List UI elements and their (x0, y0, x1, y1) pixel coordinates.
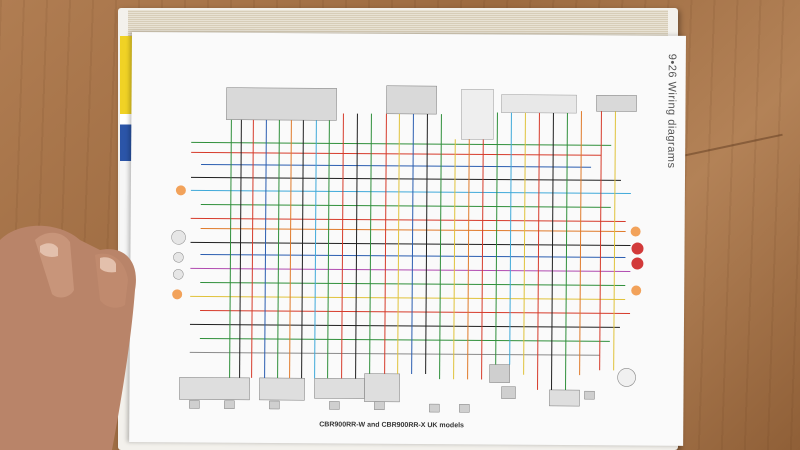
right-switch-box (364, 373, 400, 403)
brake-light-lamp (631, 257, 644, 270)
ignition-switch-box (314, 378, 365, 399)
fingernail (100, 257, 116, 273)
rear-right-turn-signal-lamp (631, 285, 642, 296)
tail-light-lamp (631, 242, 644, 255)
wiring-diagram-page: 9•26 Wiring diagrams CBR900RR-W and CBR9… (129, 32, 686, 446)
alternator-symbol (617, 368, 636, 387)
ignition-coils-box (501, 94, 577, 114)
lighting-switch-box (259, 377, 305, 401)
high-beam-lamp (173, 269, 184, 280)
starter-relay-box (596, 94, 637, 112)
turn-signal-relay-box (489, 364, 510, 383)
fusebox-box (386, 85, 437, 115)
front-right-turn-signal-lamp (630, 226, 641, 237)
bottom-connectors (189, 386, 595, 413)
instrument-cluster-box (226, 87, 337, 121)
section-header: 9•26 Wiring diagrams (665, 53, 678, 169)
left-handlebar-switch-box (179, 377, 250, 401)
ignition-module-box (461, 89, 494, 140)
fingernail (40, 243, 58, 257)
headlight-lamp (171, 230, 186, 245)
wiring-diagram (171, 85, 644, 413)
position-lamp (173, 252, 184, 263)
diagram-caption: CBR900RR-W and CBR900RR-X UK models (319, 421, 464, 430)
regulator-box (549, 389, 580, 407)
wiring-harness (189, 111, 631, 391)
hand-holding-book (0, 225, 136, 450)
rear-left-turn-signal-lamp (172, 289, 183, 300)
front-left-turn-signal-lamp (175, 185, 186, 196)
